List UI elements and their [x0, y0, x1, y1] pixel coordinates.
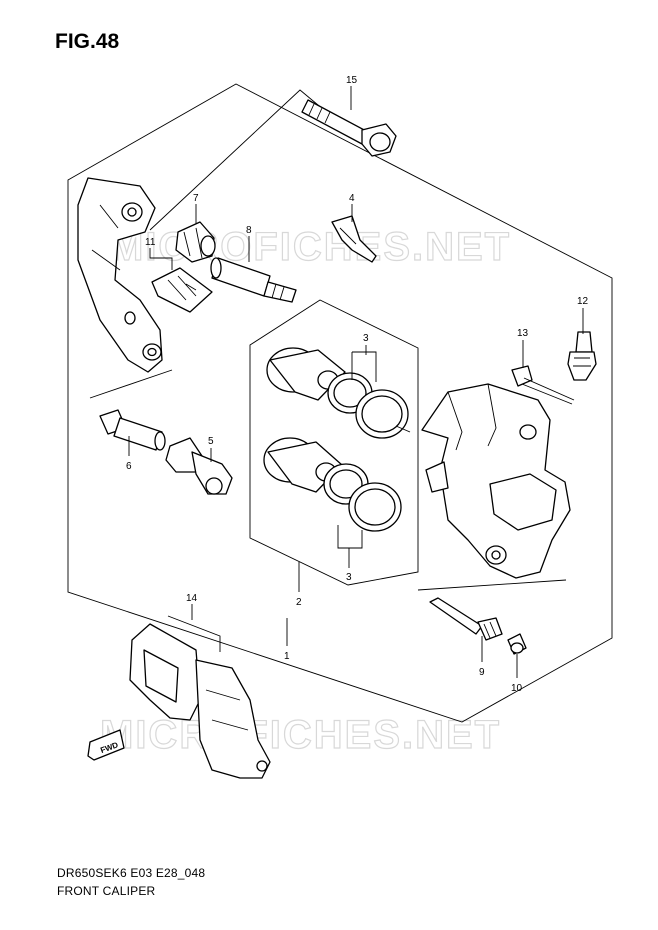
- callout-2: 2: [296, 597, 302, 608]
- callout-12: 12: [577, 296, 589, 307]
- callout-4: 4: [349, 193, 355, 204]
- callout-6: 6: [126, 461, 132, 472]
- piston-seal-upper: [266, 347, 409, 439]
- piston-kit-boundary: [249, 299, 419, 586]
- bolt-15: [301, 99, 397, 157]
- boot-7: [175, 221, 216, 263]
- callout-8: 8: [246, 225, 252, 236]
- pad-bracket: [167, 615, 221, 652]
- body-guide-line: [417, 579, 567, 591]
- pad-spring-11: [151, 267, 213, 313]
- caliper-bracket: [77, 177, 163, 373]
- figure-title: FIG.48: [55, 30, 120, 53]
- slide-pin-6: [99, 409, 166, 451]
- plug-10: [507, 633, 527, 655]
- callout-14: 14: [186, 593, 198, 604]
- figure-code: DR650SEK6 E03 E28_048: [57, 866, 206, 880]
- callout-13: 13: [517, 328, 529, 339]
- callout-11: 11: [145, 237, 156, 248]
- bracket-guide-line: [89, 369, 173, 399]
- bleeder-valve-12: [567, 331, 597, 381]
- callout-3-lower: 3: [346, 572, 352, 583]
- assembly-boundary: [67, 83, 613, 723]
- callout-15: 15: [346, 75, 358, 86]
- slide-pin-8: [210, 257, 297, 303]
- caliper-body: [421, 383, 571, 579]
- boot-5: [165, 437, 233, 495]
- slide-pin-9: [429, 597, 503, 641]
- watermark-top: MICROFICHES.NET: [110, 225, 511, 269]
- piston-seal-lower: [263, 437, 402, 532]
- seal-upper-leader: [395, 425, 411, 433]
- seal-upper-bracket: [351, 351, 377, 382]
- seal-lower-bracket: [337, 525, 363, 549]
- clip-4: [331, 215, 377, 263]
- callout-3-upper: 3: [363, 333, 369, 344]
- brake-pads-14: [129, 623, 271, 779]
- figure-name: FRONT CALIPER: [57, 884, 156, 898]
- forward-arrow: FWD: [87, 729, 125, 761]
- callout-9: 9: [479, 667, 485, 678]
- callout-1: 1: [284, 651, 290, 662]
- callout-10: 10: [511, 683, 523, 694]
- callout-5: 5: [208, 436, 214, 447]
- callout-7: 7: [193, 193, 199, 204]
- leader-11: [149, 248, 173, 270]
- watermark-bottom: MICROFICHES.NET: [100, 713, 501, 757]
